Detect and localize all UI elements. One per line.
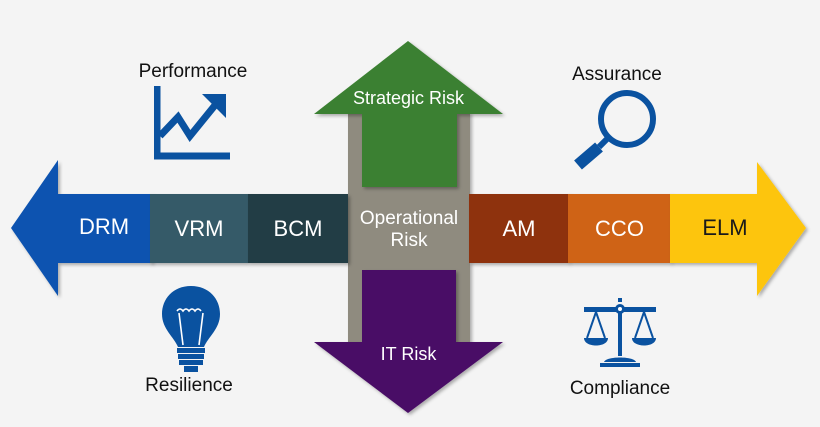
lightbulb-icon	[162, 286, 220, 372]
strategic-risk-label: Strategic Risk	[352, 88, 465, 108]
elm-arrow	[670, 162, 806, 296]
drm-arrow	[11, 160, 152, 296]
bcm-segment	[248, 194, 348, 263]
operational-risk-line1: Operational	[359, 208, 459, 229]
vrm-label: VRM	[174, 216, 224, 241]
elm-label: ELM	[702, 215, 748, 240]
am-segment	[469, 194, 569, 263]
cco-segment	[568, 194, 671, 263]
vrm-segment	[150, 194, 248, 263]
resilience-label: Resilience	[145, 375, 233, 396]
magnifier-icon	[574, 90, 656, 170]
operational-risk-line2: Risk	[390, 230, 428, 251]
chart-trend-up-icon	[154, 86, 230, 160]
cco-label: CCO	[595, 216, 644, 241]
bcm-label: BCM	[273, 216, 323, 241]
assurance-label: Assurance	[572, 64, 662, 85]
drm-label: DRM	[78, 214, 130, 239]
it-risk-label: IT Risk	[380, 344, 437, 364]
performance-label: Performance	[138, 61, 248, 82]
strategic-risk-arrow	[314, 41, 503, 187]
it-risk-arrow	[314, 270, 503, 413]
compliance-label: Compliance	[569, 378, 671, 399]
am-label: AM	[502, 216, 536, 241]
scales-icon	[584, 298, 656, 367]
